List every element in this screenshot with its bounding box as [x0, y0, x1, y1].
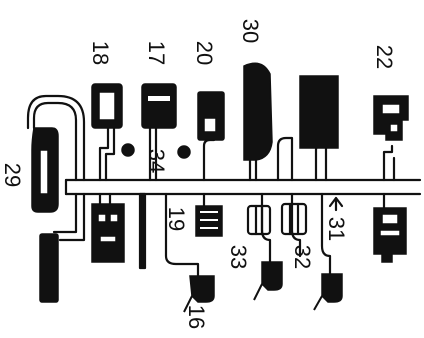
knob-2	[177, 145, 191, 159]
callout-17: 17	[144, 40, 170, 66]
frame-loop-lower	[52, 192, 86, 242]
callout-34: 34	[144, 148, 170, 174]
part-30	[243, 62, 273, 161]
branch-22	[382, 144, 396, 182]
frame-loop-outer	[32, 101, 78, 182]
tip-31	[321, 273, 343, 303]
part-left-lower	[39, 233, 59, 303]
branch-20	[202, 134, 216, 182]
callout-16: 16	[184, 304, 210, 330]
callout-20: 20	[192, 40, 218, 66]
callout-19: 19	[164, 206, 190, 232]
arrow-31	[328, 196, 344, 212]
callout-29: 29	[0, 162, 26, 188]
part-17	[141, 83, 177, 129]
knob-1	[121, 143, 135, 157]
tip-16	[189, 275, 215, 303]
branch-18	[98, 124, 116, 182]
callout-22: 22	[372, 44, 398, 70]
frame-loop-inner	[26, 94, 86, 182]
part-33-detail	[254, 204, 264, 236]
part-22	[373, 95, 409, 141]
part-20	[197, 91, 225, 141]
part-33-frame	[246, 204, 272, 236]
branch-32	[290, 192, 302, 258]
callout-31: 31	[324, 216, 350, 242]
main-runner	[64, 178, 422, 196]
callout-18: 18	[88, 40, 114, 66]
part-32-detail	[288, 202, 300, 236]
branch-16	[164, 192, 200, 278]
branch-33	[260, 192, 272, 264]
part-34-rod	[138, 192, 147, 270]
part-wheel	[91, 203, 125, 263]
branch-31	[320, 192, 332, 276]
callout-32: 32	[290, 244, 316, 270]
callout-33: 33	[226, 244, 252, 270]
branch-17	[148, 126, 158, 182]
part-22-block	[299, 75, 339, 149]
branch-30	[248, 158, 258, 182]
part-32-frame	[280, 202, 308, 236]
branch-30b	[276, 136, 294, 182]
tip-33	[261, 261, 283, 291]
branch-left-lower	[98, 192, 112, 206]
branch-mid	[314, 142, 328, 182]
callout-30: 30	[238, 18, 264, 44]
